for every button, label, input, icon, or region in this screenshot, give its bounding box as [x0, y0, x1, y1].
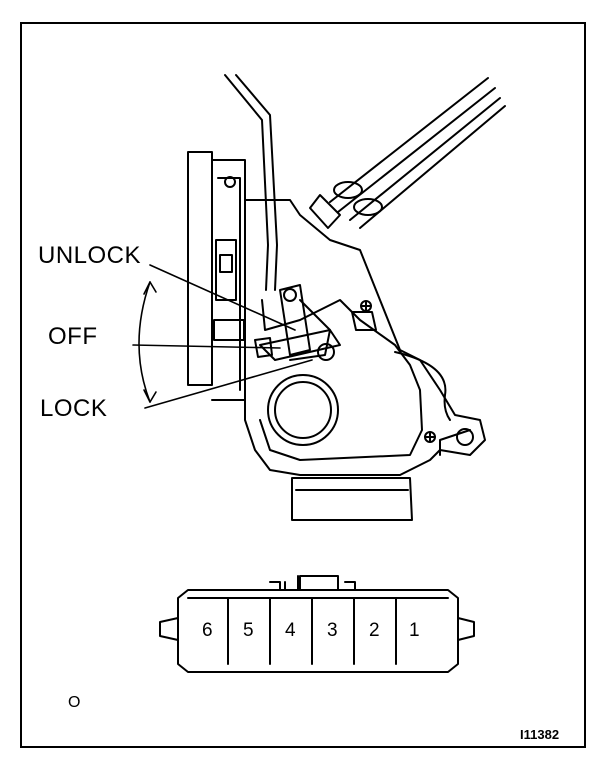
leader-lines [132, 264, 313, 409]
control-cables [309, 77, 506, 229]
door-panel [187, 151, 246, 401]
pin-number: 6 [202, 620, 214, 641]
pin-number: 2 [369, 620, 381, 641]
off-label: OFF [48, 323, 98, 350]
pin-number: 1 [409, 620, 421, 641]
unlock-label: UNLOCK [38, 242, 142, 269]
pin-number: 5 [243, 620, 255, 641]
lock-rod [224, 74, 278, 291]
wire-loop [394, 351, 451, 421]
pin-number: 4 [285, 620, 297, 641]
figure-id: I11382 [520, 727, 560, 742]
diagram-frame [20, 22, 586, 748]
lower-bracket [291, 477, 413, 521]
pin-number: 3 [327, 620, 339, 641]
lock-cam [254, 284, 341, 446]
corner-mark: O [68, 694, 81, 711]
lock-body [244, 199, 486, 476]
lock-label: LOCK [40, 395, 108, 422]
connector-6-pin [159, 575, 475, 673]
